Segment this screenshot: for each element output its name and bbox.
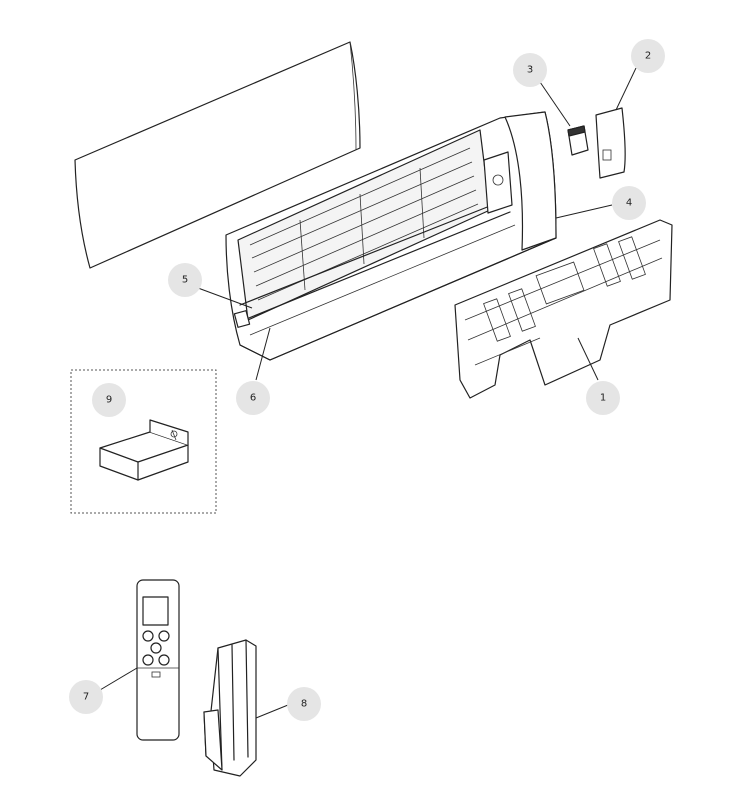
part-2-cover — [595, 107, 626, 179]
callout-7: 7 — [69, 680, 103, 714]
part-9-accessory-box — [70, 369, 217, 514]
callout-6: 6 — [236, 381, 270, 415]
callouts: 1 2 3 4 5 6 7 8 — [69, 39, 665, 721]
part-8-remote-holder — [203, 639, 257, 777]
part-7-remote-control — [136, 579, 180, 741]
callout-label-1: 1 — [600, 393, 606, 404]
callout-4: 4 — [612, 186, 646, 220]
front-panel — [74, 41, 361, 269]
callout-label-7: 7 — [83, 692, 89, 703]
callout-label-8: 8 — [301, 699, 307, 710]
indoor-unit — [225, 111, 557, 361]
leader-lines — [99, 67, 637, 719]
callout-1: 1 — [586, 381, 620, 415]
part-3-module — [567, 125, 589, 156]
part-1-mounting-plate — [454, 219, 673, 399]
callout-label-6: 6 — [250, 393, 256, 404]
callout-label-9: 9 — [106, 395, 112, 406]
callout-2: 2 — [631, 39, 665, 73]
callout-5: 5 — [168, 263, 202, 297]
callout-9: 9 — [92, 383, 126, 417]
callout-3: 3 — [513, 53, 547, 87]
callout-8: 8 — [287, 687, 321, 721]
callout-label-5: 5 — [182, 275, 188, 286]
callout-label-4: 4 — [626, 198, 632, 209]
callout-label-3: 3 — [527, 65, 533, 76]
callout-label-2: 2 — [645, 51, 651, 62]
